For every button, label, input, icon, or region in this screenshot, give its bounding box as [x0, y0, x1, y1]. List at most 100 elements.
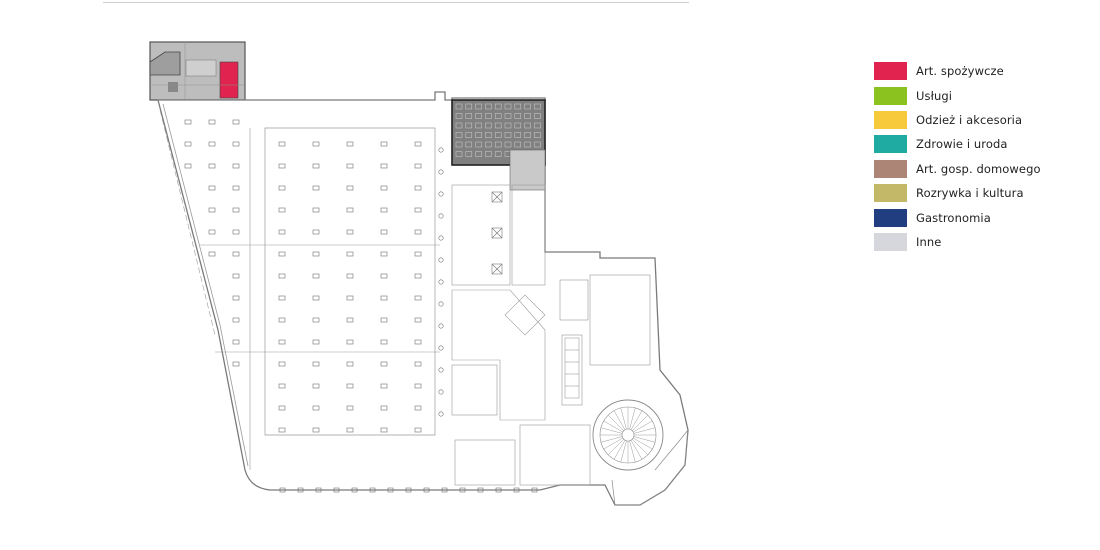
- anchor-store-block[interactable]: [451, 99, 546, 191]
- shelf-block: [465, 151, 473, 157]
- shelf-markers: [184, 119, 444, 433]
- shelf-marker: [414, 185, 422, 191]
- rotunda-spoke: [603, 437, 623, 450]
- shelf-block: [475, 122, 482, 129]
- legend-label: Inne: [916, 234, 942, 249]
- shelf-marker: [278, 163, 286, 169]
- shelf-marker: [312, 427, 320, 433]
- shelf-block: [524, 141, 531, 148]
- shelf-marker: [312, 207, 320, 213]
- shelf-marker: [278, 295, 286, 301]
- building-outline: [157, 91, 689, 506]
- shelf-marker: [346, 317, 354, 323]
- shelf-marker: [380, 141, 388, 147]
- rotunda-spoke: [608, 415, 624, 431]
- shelf-block: [514, 141, 522, 148]
- legend-swatch: [874, 86, 907, 105]
- shelf-marker: [346, 141, 354, 147]
- shelf-block: [504, 141, 512, 148]
- legend-label: Rozrywka i kultura: [916, 186, 1024, 201]
- entrance-marker: [459, 487, 466, 493]
- shelf-marker: [208, 185, 216, 191]
- shelf-marker: [184, 119, 192, 125]
- shelf-block: [504, 122, 512, 129]
- shelf-marker: [380, 383, 388, 389]
- shelf-marker: [278, 339, 286, 345]
- legend-item-entertainment[interactable]: Rozrywka i kultura: [874, 181, 1074, 205]
- entrance-marker: [423, 487, 430, 493]
- column-marker: [438, 235, 444, 241]
- shelf-marker: [346, 251, 354, 257]
- shelf-marker: [312, 163, 320, 169]
- legend-label: Gastronomia: [916, 210, 991, 225]
- legend-item-services[interactable]: Usługi: [874, 83, 1074, 107]
- legend-label: Odzież i akcesoria: [916, 112, 1023, 127]
- shelf-block: [534, 113, 541, 119]
- shelf-marker: [232, 295, 240, 301]
- entrance-marker: [405, 487, 412, 493]
- legend-item-food[interactable]: Art. spożywcze: [874, 59, 1074, 83]
- shelf-marker: [414, 317, 422, 323]
- rotunda-spoke: [633, 427, 656, 434]
- legend-swatch: [874, 184, 907, 203]
- shelf-marker: [278, 185, 286, 191]
- shelf-block: [485, 141, 492, 148]
- legend-label: Art. spożywcze: [916, 64, 1004, 79]
- shelf-block: [514, 113, 522, 119]
- shelf-marker: [380, 185, 388, 191]
- legend-item-gastronomy[interactable]: Gastronomia: [874, 205, 1074, 229]
- shelf-marker: [312, 251, 320, 257]
- shelf-marker: [312, 339, 320, 345]
- rotunda-spoke: [630, 410, 643, 430]
- shelf-marker: [346, 207, 354, 213]
- legend-item-household[interactable]: Art. gosp. domowego: [874, 157, 1074, 181]
- shelf-block: [475, 151, 482, 157]
- shelf-marker: [346, 405, 354, 411]
- shelf-block: [494, 103, 502, 110]
- shelf-marker: [232, 273, 240, 279]
- shelf-marker: [414, 427, 422, 433]
- legend-item-other[interactable]: Inne: [874, 230, 1074, 254]
- legend-item-clothing[interactable]: Odzież i akcesoria: [874, 108, 1074, 132]
- shelf-marker: [312, 229, 320, 235]
- shelf-marker: [232, 339, 240, 345]
- column-marker: [438, 213, 444, 219]
- rotunda-spoke: [630, 440, 643, 460]
- shelf-block: [524, 132, 531, 138]
- shelf-block: [485, 103, 492, 110]
- shelf-marker: [278, 207, 286, 213]
- shelf-marker: [232, 185, 240, 191]
- shelf-marker: [184, 163, 192, 169]
- legend-item-health-beauty[interactable]: Zdrowie i uroda: [874, 132, 1074, 156]
- shelf-marker: [278, 273, 286, 279]
- rotunda-spoke: [600, 427, 623, 434]
- column-marker: [438, 301, 444, 307]
- rotunda-spoke: [613, 440, 626, 460]
- column-marker: [438, 147, 444, 153]
- shelf-marker: [414, 273, 422, 279]
- rotunda-food-court[interactable]: [592, 399, 689, 506]
- annex-store-block[interactable]: [149, 41, 246, 101]
- shelf-block: [494, 141, 502, 148]
- floor-plan-map[interactable]: [0, 0, 700, 520]
- shelf-marker: [414, 251, 422, 257]
- food-store-unit[interactable]: [219, 61, 239, 99]
- column-marker: [438, 257, 444, 263]
- rotunda-spoke: [613, 410, 626, 430]
- shelf-block: [465, 132, 473, 138]
- shelf-marker: [380, 163, 388, 169]
- shelf-block: [455, 151, 463, 157]
- column-marker: [438, 389, 444, 395]
- shelf-marker: [232, 163, 240, 169]
- shelf-marker: [232, 361, 240, 367]
- hypermarket-hall[interactable]: [200, 127, 440, 470]
- shelf-marker: [380, 295, 388, 301]
- entrance-marker: [369, 487, 376, 493]
- shelf-block: [475, 132, 482, 138]
- shelf-block: [494, 151, 502, 157]
- mall-shops[interactable]: [451, 184, 651, 486]
- rotunda-spoke: [600, 436, 623, 443]
- legend-label: Art. gosp. domowego: [916, 161, 1041, 176]
- shelf-block: [485, 122, 492, 129]
- shelf-marker: [208, 141, 216, 147]
